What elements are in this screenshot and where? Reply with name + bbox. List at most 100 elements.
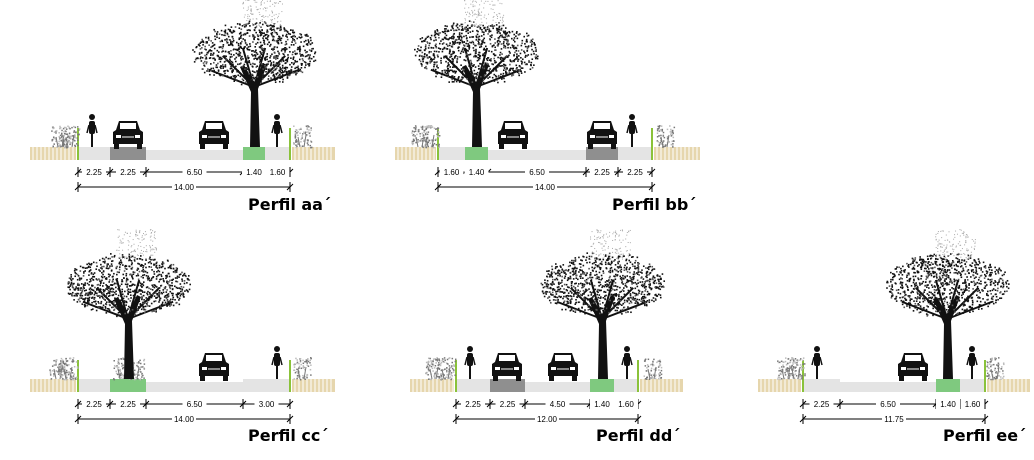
profile-title-cc: Perfil cc´ — [248, 426, 329, 445]
segment-light — [960, 379, 985, 392]
dimension-label: 6.50 — [529, 168, 545, 177]
dimension-label: 1.60 — [965, 400, 981, 409]
dimension-label: 14.00 — [174, 415, 195, 424]
fence-icon — [292, 379, 335, 392]
dimension-label: 1.60 — [270, 168, 286, 177]
dimension-label: 4.50 — [550, 400, 566, 409]
segment-light — [78, 147, 110, 160]
dimension-label: 12.00 — [537, 415, 558, 424]
segment-light — [614, 379, 638, 392]
shrub-icon — [293, 357, 312, 381]
fence-icon — [30, 147, 76, 160]
segment-light — [456, 379, 490, 392]
fence-icon — [410, 379, 454, 392]
dimension-label: 2.25 — [465, 400, 481, 409]
shrub-icon — [986, 357, 1005, 381]
car-icon — [199, 353, 229, 381]
segment-gray — [110, 147, 146, 160]
shrub-icon — [656, 125, 676, 148]
car-icon — [498, 121, 528, 149]
shrub-icon — [59, 357, 79, 381]
fence-icon — [654, 147, 700, 160]
shrub-icon — [787, 357, 806, 380]
segment-light — [525, 382, 590, 392]
dimension-label: 1.40 — [594, 400, 610, 409]
shrub-icon — [61, 125, 81, 149]
shrub-icon — [437, 357, 457, 381]
profile-title-aa: Perfil aa´ — [248, 195, 331, 214]
profile-ee: 2.25 6.50 1.40 1.60 11.75 — [758, 229, 1030, 424]
dimension-label: 1.40 — [469, 168, 485, 177]
cyclist-icon — [626, 114, 638, 147]
dimension-label: 1.60 — [444, 168, 460, 177]
shrub-icon — [421, 125, 441, 149]
dimension-label: 6.50 — [880, 400, 896, 409]
tree-icon — [192, 0, 317, 147]
cyclist-icon — [811, 346, 823, 379]
fence-icon — [640, 379, 683, 392]
segment-green — [590, 379, 614, 392]
segment-light — [438, 147, 465, 160]
fence-icon — [30, 379, 76, 392]
dimension-label: 2.25 — [500, 400, 516, 409]
dimension-label: 11.75 — [884, 415, 904, 424]
dimension-label: 2.25 — [120, 400, 136, 409]
dimension-label: 1.60 — [618, 400, 634, 409]
dimension-label: 6.50 — [187, 400, 203, 409]
segment-light — [488, 150, 586, 160]
cyclist-icon — [271, 346, 283, 379]
dimension-label: 6.50 — [187, 168, 203, 177]
car-icon — [587, 121, 617, 149]
tree-icon — [414, 0, 539, 147]
car-icon — [548, 353, 578, 381]
profile-dd: 2.25 2.25 4.50 1.40 1.60 12.00 — [410, 229, 683, 424]
cyclist-icon — [271, 114, 283, 147]
profile-cc: 2.25 2.25 6.50 3.00 14.00 — [30, 229, 335, 424]
profile-title-dd: Perfil dd´ — [596, 426, 681, 445]
profile-title-bb: Perfil bb´ — [612, 195, 697, 214]
fence-icon — [395, 147, 436, 160]
car-icon — [898, 353, 928, 381]
dimension-label: 2.25 — [86, 168, 102, 177]
dimension-label: 2.25 — [86, 400, 102, 409]
profile-aa: 2.25 2.25 6.50 1.40 1.60 14.00 — [30, 0, 335, 192]
fence-icon — [987, 379, 1030, 392]
segment-green — [465, 147, 488, 160]
segment-light — [618, 147, 652, 160]
segment-light — [146, 150, 243, 160]
shrub-icon — [643, 358, 663, 380]
segment-green — [936, 379, 960, 392]
dimension-label: 14.00 — [535, 183, 556, 192]
car-icon — [113, 121, 143, 149]
dimension-label: 2.25 — [594, 168, 610, 177]
segment-light — [146, 382, 243, 392]
dimension-label: 3.00 — [259, 400, 275, 409]
segment-gray — [586, 147, 618, 160]
dimension-label: 1.40 — [246, 168, 262, 177]
dimension-label: 1.40 — [940, 400, 956, 409]
tree-icon — [540, 229, 666, 379]
tree-icon — [67, 229, 192, 379]
car-icon — [199, 121, 229, 149]
segment-light — [265, 147, 290, 160]
dimension-label: 14.00 — [174, 183, 195, 192]
cyclist-icon — [86, 114, 98, 147]
segment-light — [78, 379, 110, 392]
shrub-icon — [293, 125, 313, 149]
segment-light — [243, 379, 290, 392]
car-icon — [492, 353, 522, 381]
segment-light — [840, 382, 936, 392]
cyclist-icon — [966, 346, 978, 379]
segment-green — [243, 147, 265, 160]
dimension-label: 2.25 — [120, 168, 136, 177]
segment-light — [803, 379, 840, 392]
cyclist-icon — [464, 346, 476, 379]
tree-icon — [886, 229, 1010, 379]
dimension-label: 2.25 — [814, 400, 830, 409]
segment-gray — [490, 379, 525, 392]
fence-icon — [292, 147, 335, 160]
cyclist-icon — [621, 346, 633, 379]
segment-green — [110, 379, 146, 392]
